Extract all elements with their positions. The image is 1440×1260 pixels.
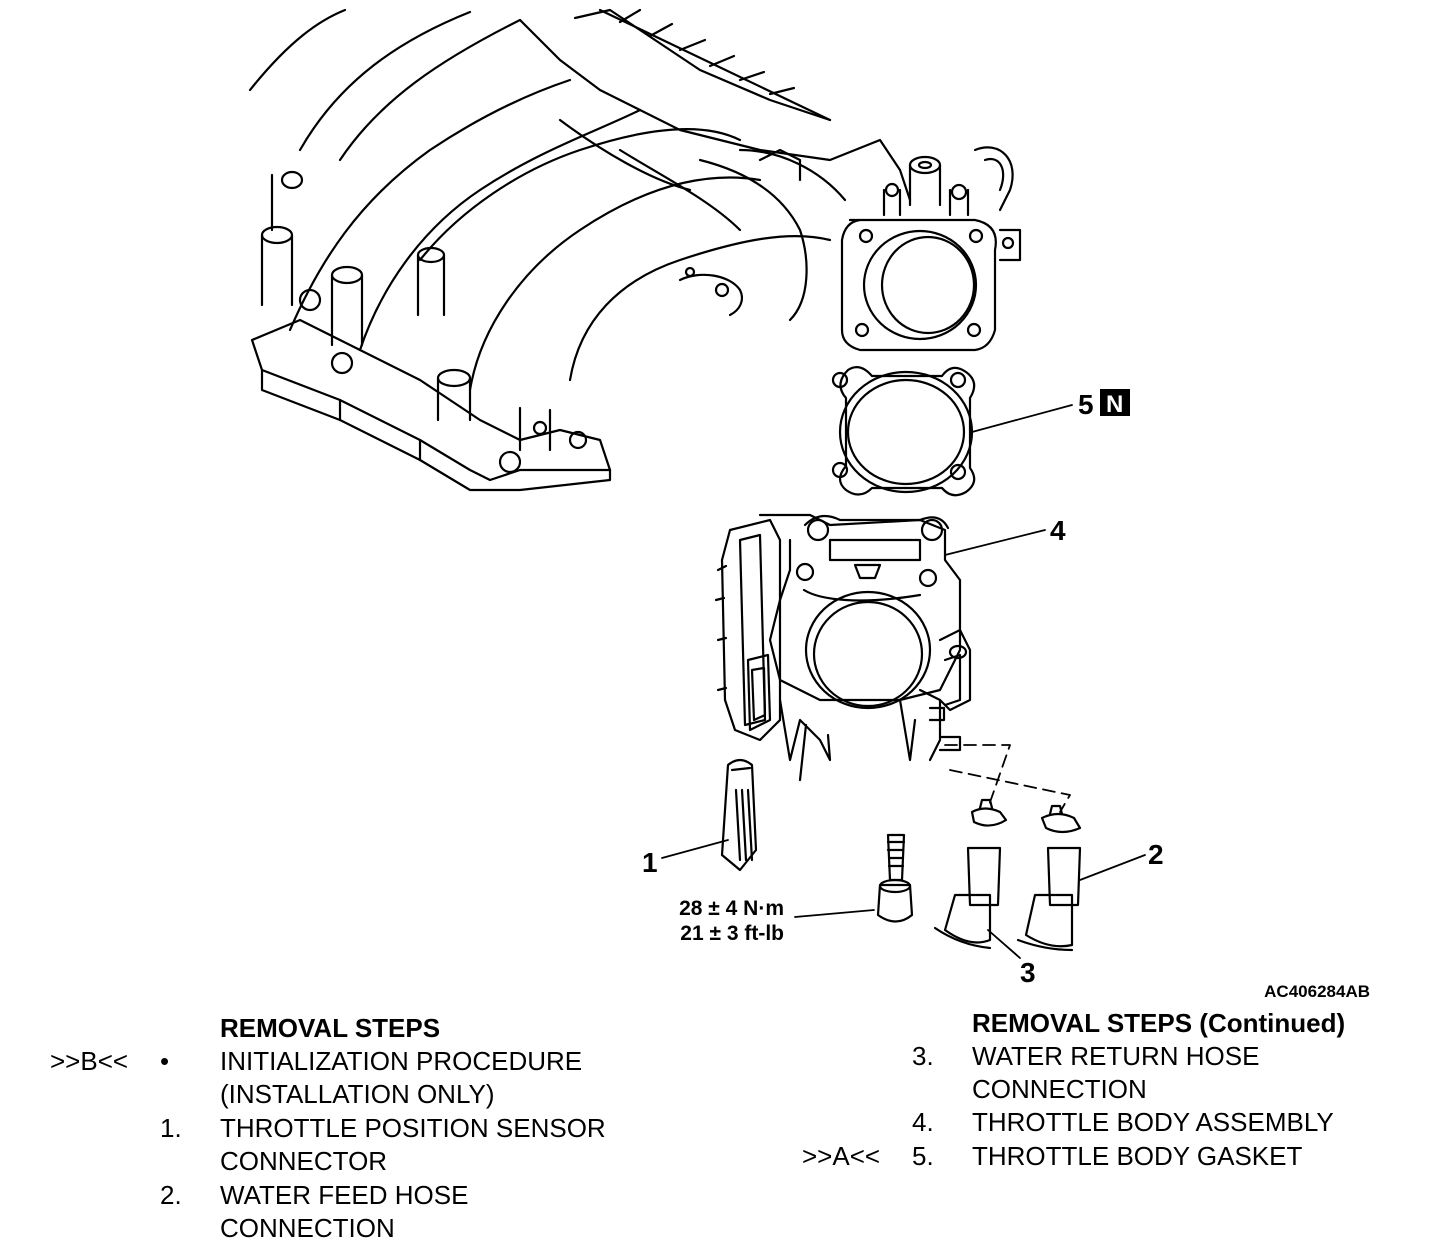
step-4-number: 4. — [912, 1107, 934, 1137]
step-5-line1: THROTTLE BODY GASKET — [972, 1141, 1303, 1171]
torque-metric: 28 ± 4 N·m — [679, 897, 784, 920]
figure-code: AC406284AB — [1264, 982, 1370, 1001]
step-2-number: 2. — [160, 1180, 182, 1210]
step-3-line1: WATER RETURN HOSE — [972, 1041, 1260, 1071]
removal-steps-heading: REMOVAL STEPS — [220, 1013, 441, 1043]
throttle-body-exploded-diagram: 5 N 4 1 2 3 28 ± 4 N·m 21 ± 3 ft-lb AC40… — [248, 8, 1370, 1001]
step-3-number: 3. — [912, 1041, 934, 1071]
step-ref-a: >>A<< — [802, 1141, 881, 1171]
callout-leader-lines — [661, 404, 1146, 959]
callout-1: 1 — [642, 847, 658, 878]
intake-manifold-drawing — [248, 8, 1022, 492]
callout-4: 4 — [1050, 515, 1066, 546]
step-5-number: 5. — [912, 1141, 934, 1171]
step-initialization-line2: (INSTALLATION ONLY) — [220, 1079, 495, 1109]
step-1-line2: CONNECTOR — [220, 1146, 388, 1176]
step-initialization-line1: INITIALIZATION PROCEDURE — [220, 1046, 583, 1076]
sensor-connector-drawing — [720, 758, 758, 872]
step-ref-b: >>B<< — [50, 1046, 129, 1076]
throttle-body-assembly-drawing — [714, 513, 972, 782]
step-2-line2: CONNECTION — [220, 1213, 395, 1243]
mounting-bolt-drawing — [876, 833, 914, 923]
step-1-line1: THROTTLE POSITION SENSOR — [220, 1113, 606, 1143]
step-1-number: 1. — [160, 1113, 182, 1143]
throttle-body-gasket-drawing — [831, 365, 976, 497]
torque-imperial: 21 ± 3 ft-lb — [680, 922, 784, 945]
callout-2: 2 — [1148, 839, 1164, 870]
step-4-line1: THROTTLE BODY ASSEMBLY — [972, 1107, 1334, 1137]
new-part-badge — [1100, 389, 1130, 416]
callout-5: 5 — [1078, 389, 1094, 420]
step-bullet: • — [160, 1046, 170, 1076]
removal-steps-continued-heading: REMOVAL STEPS (Continued) — [972, 1008, 1346, 1038]
new-part-badge-label: N — [1106, 391, 1123, 418]
step-3-line2: CONNECTION — [972, 1074, 1147, 1104]
step-2-line1: WATER FEED HOSE — [220, 1180, 469, 1210]
assembly-guide-lines — [944, 744, 1071, 813]
water-hoses-drawing — [933, 798, 1082, 952]
callout-3: 3 — [1020, 957, 1036, 988]
